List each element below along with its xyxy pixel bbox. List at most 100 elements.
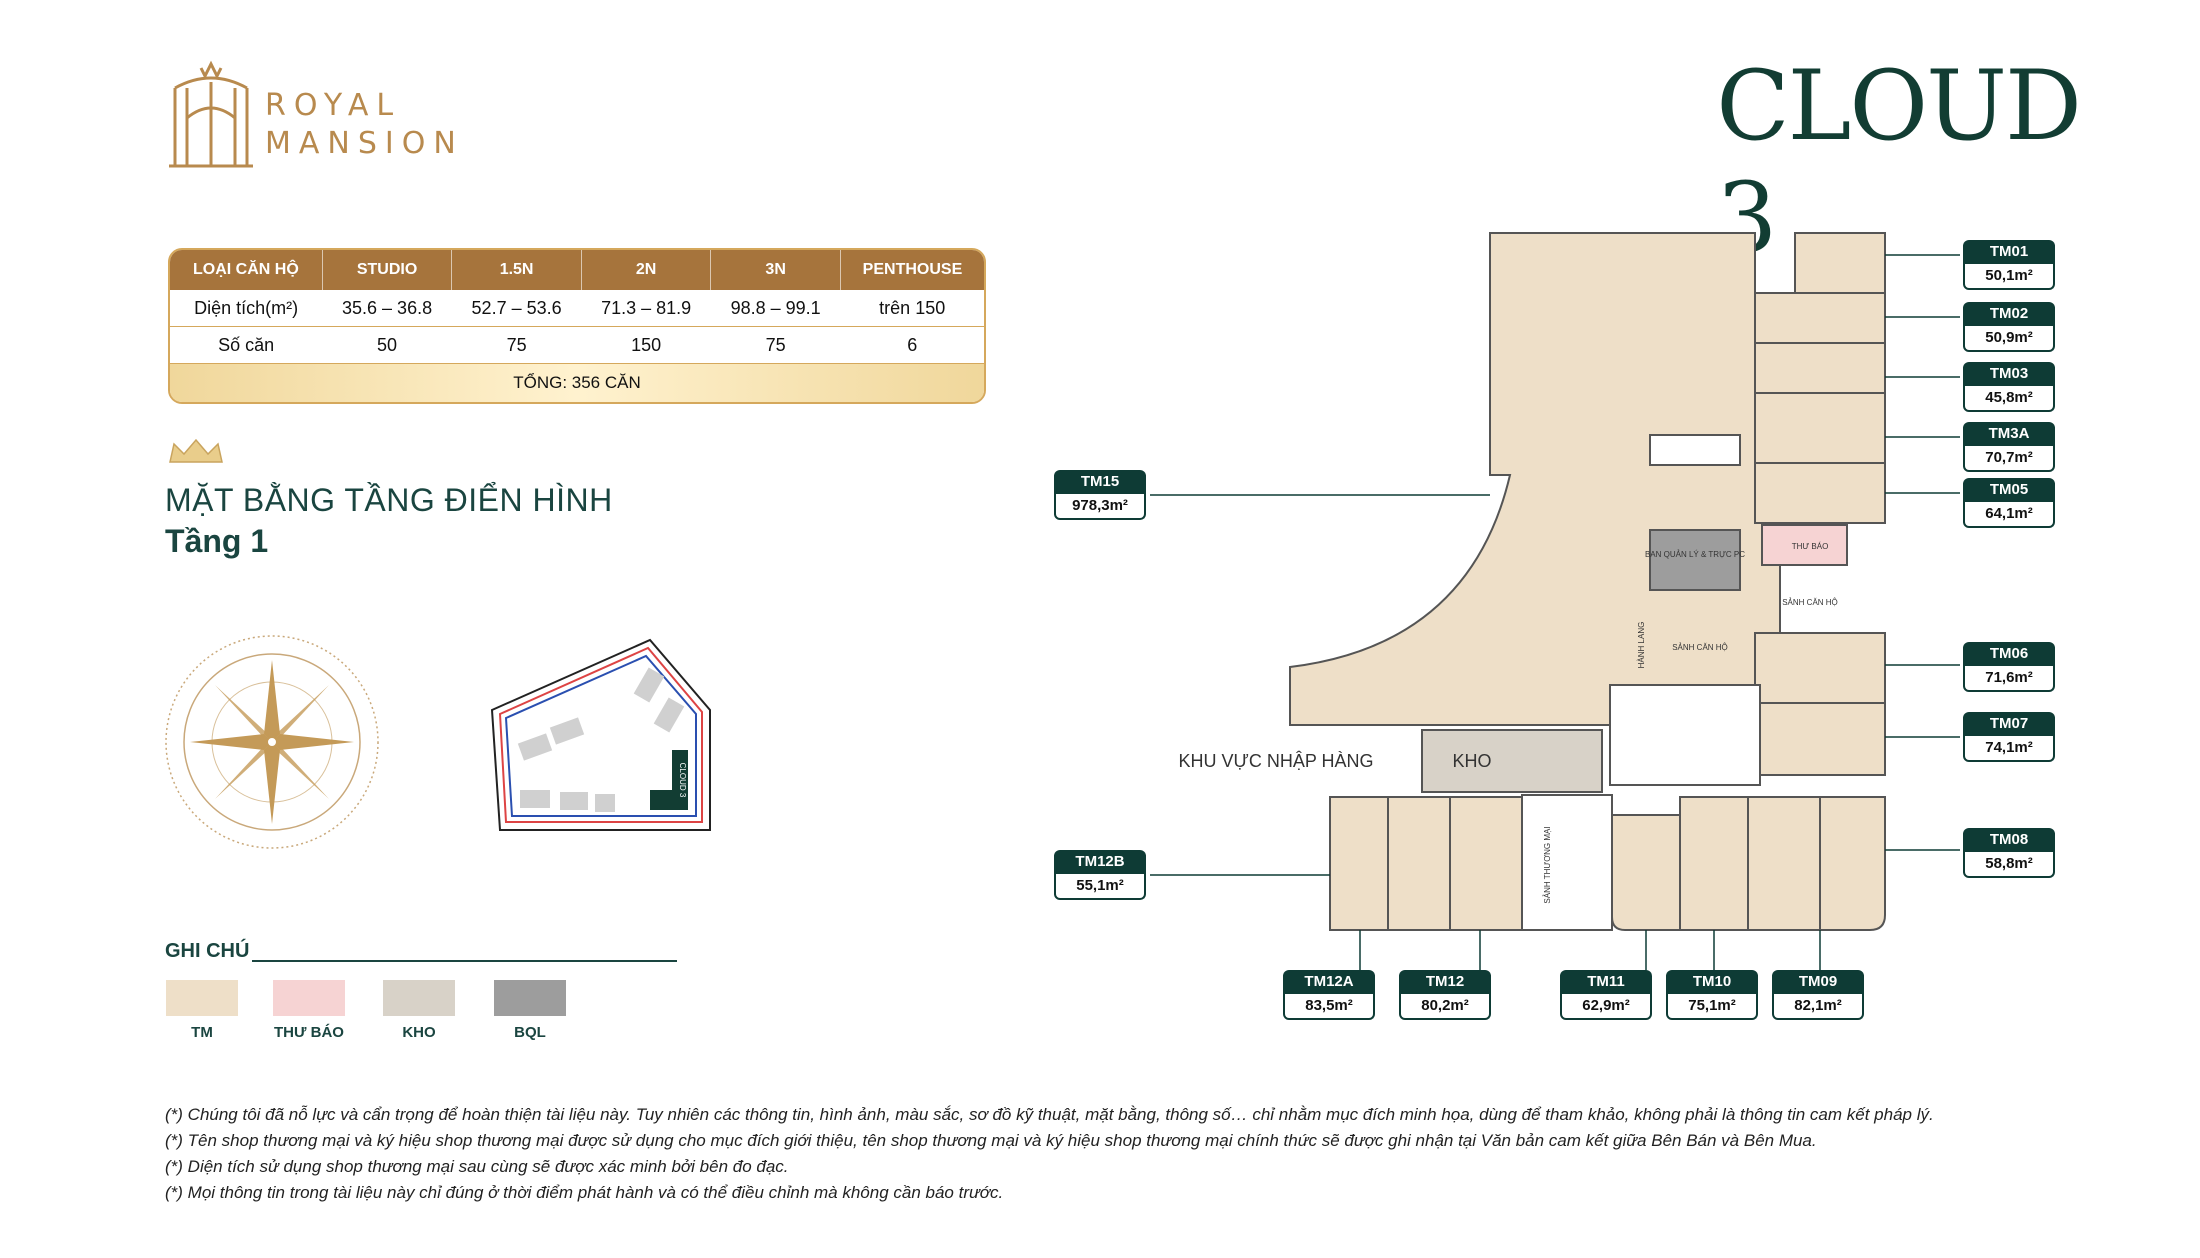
page-title: MẶT BẰNG TẦNG ĐIỂN HÌNH	[165, 482, 613, 518]
unit-id: TM05	[1963, 478, 2055, 502]
unit-area: 50,9m²	[1963, 326, 2055, 352]
unit-area: 70,7m²	[1963, 446, 2055, 472]
table-cell: 35.6 – 36.8	[322, 290, 452, 327]
unit-tm15-shape	[1289, 232, 1781, 726]
disclaimer-notes: (*) Chúng tôi đã nỗ lực và cẩn trọng để …	[165, 1102, 2165, 1206]
unit-tm05-shape	[1754, 462, 1886, 524]
unit-id: TM08	[1963, 828, 2055, 852]
unit-area: 75,1m²	[1666, 994, 1758, 1020]
unit-id: TM07	[1963, 712, 2055, 736]
unit-tm03-shape	[1754, 342, 1886, 394]
brand-line-1: ROYAL	[265, 88, 402, 123]
legend-title: GHI CHÚ	[165, 940, 250, 962]
management-shape	[1649, 529, 1741, 591]
corridor-label: HÀNH LANG	[1637, 622, 1646, 669]
unit-area: 71,6m²	[1963, 666, 2055, 692]
unit-id: TM02	[1963, 302, 2055, 326]
table-cell: 50	[322, 326, 452, 364]
unit-area: 64,1m²	[1963, 502, 2055, 528]
table-header: STUDIO	[321, 250, 452, 290]
note-line: (*) Chúng tôi đã nỗ lực và cẩn trọng để …	[165, 1105, 1934, 1124]
site-key-map: CLOUD 3	[490, 638, 711, 831]
building-title: CLOUD 3	[1716, 50, 2082, 274]
lobby-center-label: SẢNH CĂN HỘ	[1672, 643, 1728, 652]
table-row: Số căn 50 75 150 75 6	[170, 326, 984, 364]
legend-swatch-storage	[383, 980, 455, 1016]
unit-tm02-shape	[1754, 292, 1886, 344]
crown-icon	[169, 438, 223, 463]
compass-rose-icon	[165, 635, 379, 849]
unit-id: TM12	[1399, 970, 1491, 994]
unit-id: TM09	[1772, 970, 1864, 994]
unit-area: 50,1m²	[1963, 264, 2055, 290]
table-header: 2N	[580, 250, 711, 290]
table-header: 1.5N	[451, 250, 582, 290]
note-line: (*) Diện tích sử dụng shop thương mại sa…	[165, 1157, 789, 1176]
commercial-lobby-label: SẢNH THƯƠNG MẠI	[1543, 826, 1552, 903]
unit-tm08-shape	[1819, 796, 1886, 931]
mailroom-shape	[1761, 524, 1848, 566]
table-cell: 75	[710, 326, 841, 364]
note-line: (*) Mọi thông tin trong tài liệu này chỉ…	[165, 1183, 1004, 1202]
unit-tm10-shape	[1679, 796, 1749, 931]
table-cell: Số căn	[170, 326, 323, 364]
table-header: PENTHOUSE	[839, 250, 984, 290]
table-row: Diện tích(m²) 35.6 – 36.8 52.7 – 53.6 71…	[170, 290, 984, 327]
storage-label: KHO	[1452, 751, 1491, 771]
table-cell: 98.8 – 99.1	[710, 290, 841, 327]
logo-monogram-icon	[169, 60, 253, 168]
legend-label: THƯ BÁO	[274, 1024, 344, 1041]
unit-area: 55,1m²	[1054, 874, 1146, 900]
unit-tm12a-shape	[1387, 796, 1451, 931]
import-zone-label: KHU VỰC NHẬP HÀNG	[1178, 751, 1373, 771]
unit-type-table: LOẠI CĂN HỘ STUDIO 1.5N 2N 3N PENTHOUSE …	[168, 248, 986, 404]
unit-id: TM11	[1560, 970, 1652, 994]
unit-tm3a-shape	[1754, 392, 1886, 464]
table-cell: 150	[581, 326, 711, 364]
unit-area: 58,8m²	[1963, 852, 2055, 878]
legend-swatch-tm	[166, 980, 238, 1016]
legend-divider	[252, 960, 677, 962]
unit-tm09-shape	[1747, 796, 1821, 931]
brand-line-2: MANSION	[265, 126, 464, 161]
unit-tm11-shape	[1611, 814, 1681, 931]
table-cell: 71.3 – 81.9	[581, 290, 711, 327]
mailroom-label: THƯ BÁO	[1792, 542, 1829, 551]
table-cell: 6	[840, 326, 984, 364]
storage-shape	[1421, 729, 1603, 793]
unit-area: 978,3m²	[1054, 494, 1146, 520]
unit-id: TM06	[1963, 642, 2055, 666]
table-cell: 52.7 – 53.6	[451, 290, 582, 327]
unit-area: 80,2m²	[1399, 994, 1491, 1020]
unit-tm01-shape	[1794, 232, 1886, 294]
building-logo: CLOUD 3	[1716, 50, 2082, 274]
unit-id: TM10	[1666, 970, 1758, 994]
note-line: (*) Tên shop thương mại và ký hiệu shop …	[165, 1131, 1817, 1150]
unit-id: TM12A	[1283, 970, 1375, 994]
unit-area: 45,8m²	[1963, 386, 2055, 412]
unit-area: 74,1m²	[1963, 736, 2055, 762]
legend-label: TM	[191, 1024, 213, 1041]
unit-area: 62,9m²	[1560, 994, 1652, 1020]
legend-swatch-bql	[494, 980, 566, 1016]
table-cell: 75	[451, 326, 582, 364]
floor-plan: KHU VỰC NHẬP HÀNG KHO BAN QUẢN LÝ & TRỰC…	[1150, 232, 1960, 970]
unit-id: TM15	[1054, 470, 1146, 494]
table-header: 3N	[710, 250, 841, 290]
unit-id: TM12B	[1054, 850, 1146, 874]
unit-tm12-shape	[1449, 796, 1523, 931]
page-subtitle: Tầng 1	[165, 523, 269, 559]
unit-tm06-shape	[1754, 632, 1886, 704]
unit-tm07-shape	[1754, 702, 1886, 776]
